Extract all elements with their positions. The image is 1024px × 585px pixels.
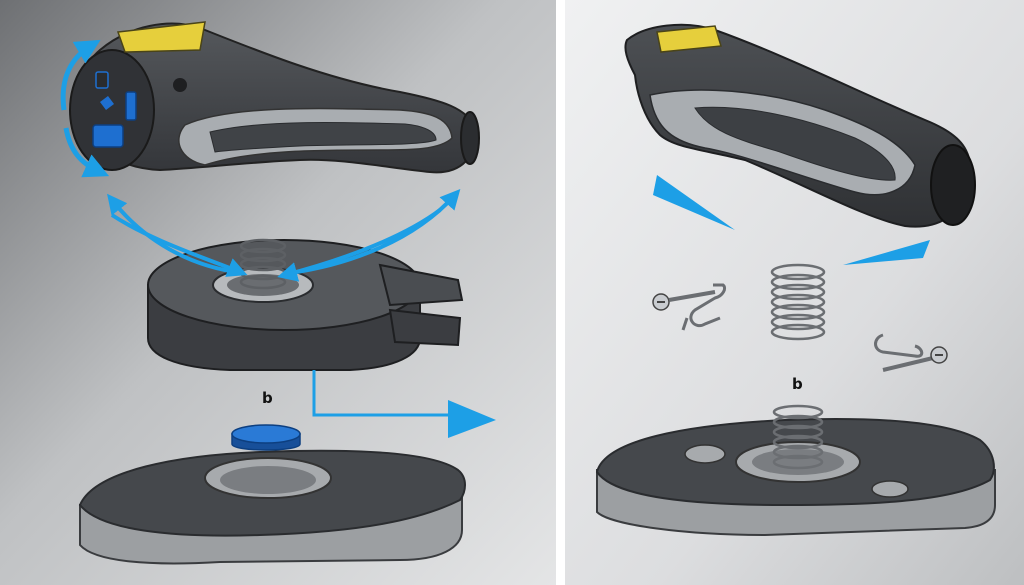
base-plate <box>595 418 996 537</box>
control-knob <box>95 71 109 89</box>
handle-grip <box>69 21 480 174</box>
pointer-wedge-left <box>653 175 735 230</box>
warning-decal <box>656 25 722 53</box>
base-plate <box>78 449 466 565</box>
handle-end-cap <box>69 49 155 171</box>
part-label-left: b <box>262 389 273 407</box>
part-label-right: b <box>792 375 803 393</box>
wire-clip-icon <box>681 283 727 331</box>
right-exploded-diagram <box>565 0 1024 585</box>
direction-arrowhead <box>448 400 496 438</box>
left-panel: b <box>0 0 556 585</box>
control-switch <box>92 124 124 148</box>
blue-push-button <box>231 424 301 451</box>
base-boss-left <box>684 444 726 464</box>
panel-divider <box>556 0 565 585</box>
spring-icon <box>239 238 287 290</box>
rotation-arrow-icon <box>60 39 101 111</box>
spring-icon <box>770 263 826 341</box>
right-panel: b <box>565 0 1024 585</box>
screw-icon <box>652 290 716 311</box>
control-toggle <box>125 91 137 121</box>
base-boss-right <box>871 480 909 498</box>
handle-socket <box>930 144 976 226</box>
pointer-wedge-right <box>843 240 930 265</box>
handle-grip-open <box>624 23 976 228</box>
rotation-arrow-icon <box>63 127 110 178</box>
warning-decal <box>116 21 206 53</box>
screw-icon <box>882 346 948 372</box>
direction-arrow <box>312 370 455 417</box>
left-exploded-diagram <box>0 0 556 585</box>
spring-icon <box>772 404 824 470</box>
wire-clip-icon <box>874 333 924 358</box>
spring-housing <box>147 239 464 371</box>
